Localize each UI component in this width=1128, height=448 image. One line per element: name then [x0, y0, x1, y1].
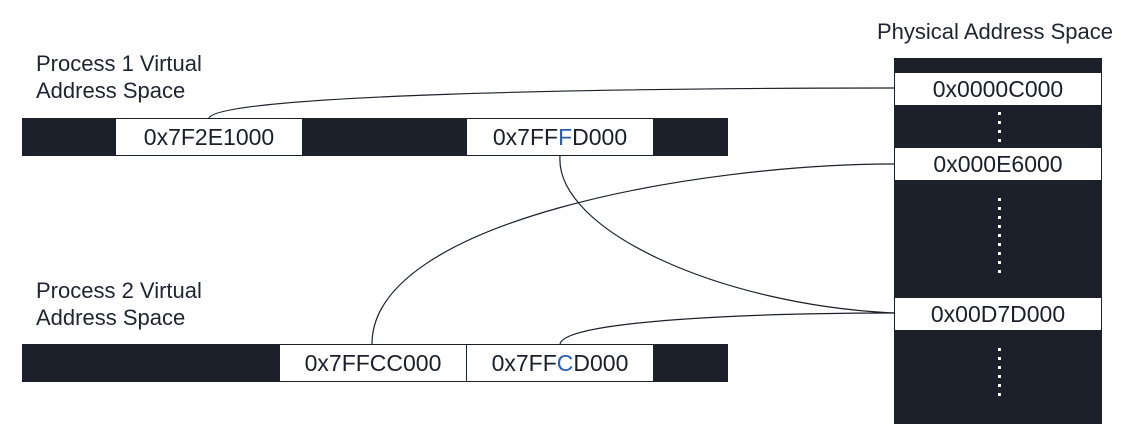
page-text-highlight: C: [556, 349, 574, 376]
ellipsis-dots-3: [998, 348, 1002, 402]
process1-label: Process 1 Virtual Address Space: [36, 50, 202, 104]
process2-label-line1: Process 2 Virtual: [36, 278, 202, 303]
mapping-p1-7F2E1000-to-0000C000: [208, 87, 895, 119]
page-text-suffix: D000: [573, 349, 629, 376]
physical-address-column: [894, 58, 1102, 424]
physical-frame-0x0000C000: 0x0000C000: [894, 72, 1102, 106]
page-text: 0x7FFCC000: [304, 349, 442, 376]
mapping-p2-7FFCC000-to-000E6000: [371, 163, 895, 345]
physical-frame-0x000E6000: 0x000E6000: [894, 147, 1102, 181]
page-text-highlight: F: [558, 123, 573, 150]
process1-label-line1: Process 1 Virtual: [36, 51, 202, 76]
process1-page-0x7F2E1000: 0x7F2E1000: [115, 118, 303, 156]
process2-page-0x7FFCC000: 0x7FFCC000: [279, 344, 467, 382]
frame-text: 0x00D7D000: [930, 300, 1066, 327]
process2-label-line2: Address Space: [36, 305, 186, 330]
physical-frame-0x00D7D000: 0x00D7D000: [894, 297, 1102, 331]
page-text-prefix: 0x7FF: [491, 349, 557, 376]
page-text-prefix: 0x7FF: [492, 123, 559, 150]
physical-title: Physical Address Space: [877, 19, 1114, 44]
frame-text: 0x0000C000: [932, 75, 1064, 102]
mapping-p2-7FFCD000-to-00D7D000: [559, 312, 895, 345]
process1-label-line2: Address Space: [36, 78, 186, 103]
mapping-p1-7FFFD000-to-00D7D000: [559, 155, 895, 314]
page-text-suffix: D000: [572, 123, 628, 150]
ellipsis-dots-1: [998, 112, 1002, 148]
process2-label: Process 2 Virtual Address Space: [36, 277, 202, 331]
ellipsis-dots-2: [998, 198, 1002, 279]
page-text: 0x7F2E1000: [143, 123, 275, 150]
frame-text: 0x000E6000: [933, 150, 1063, 177]
